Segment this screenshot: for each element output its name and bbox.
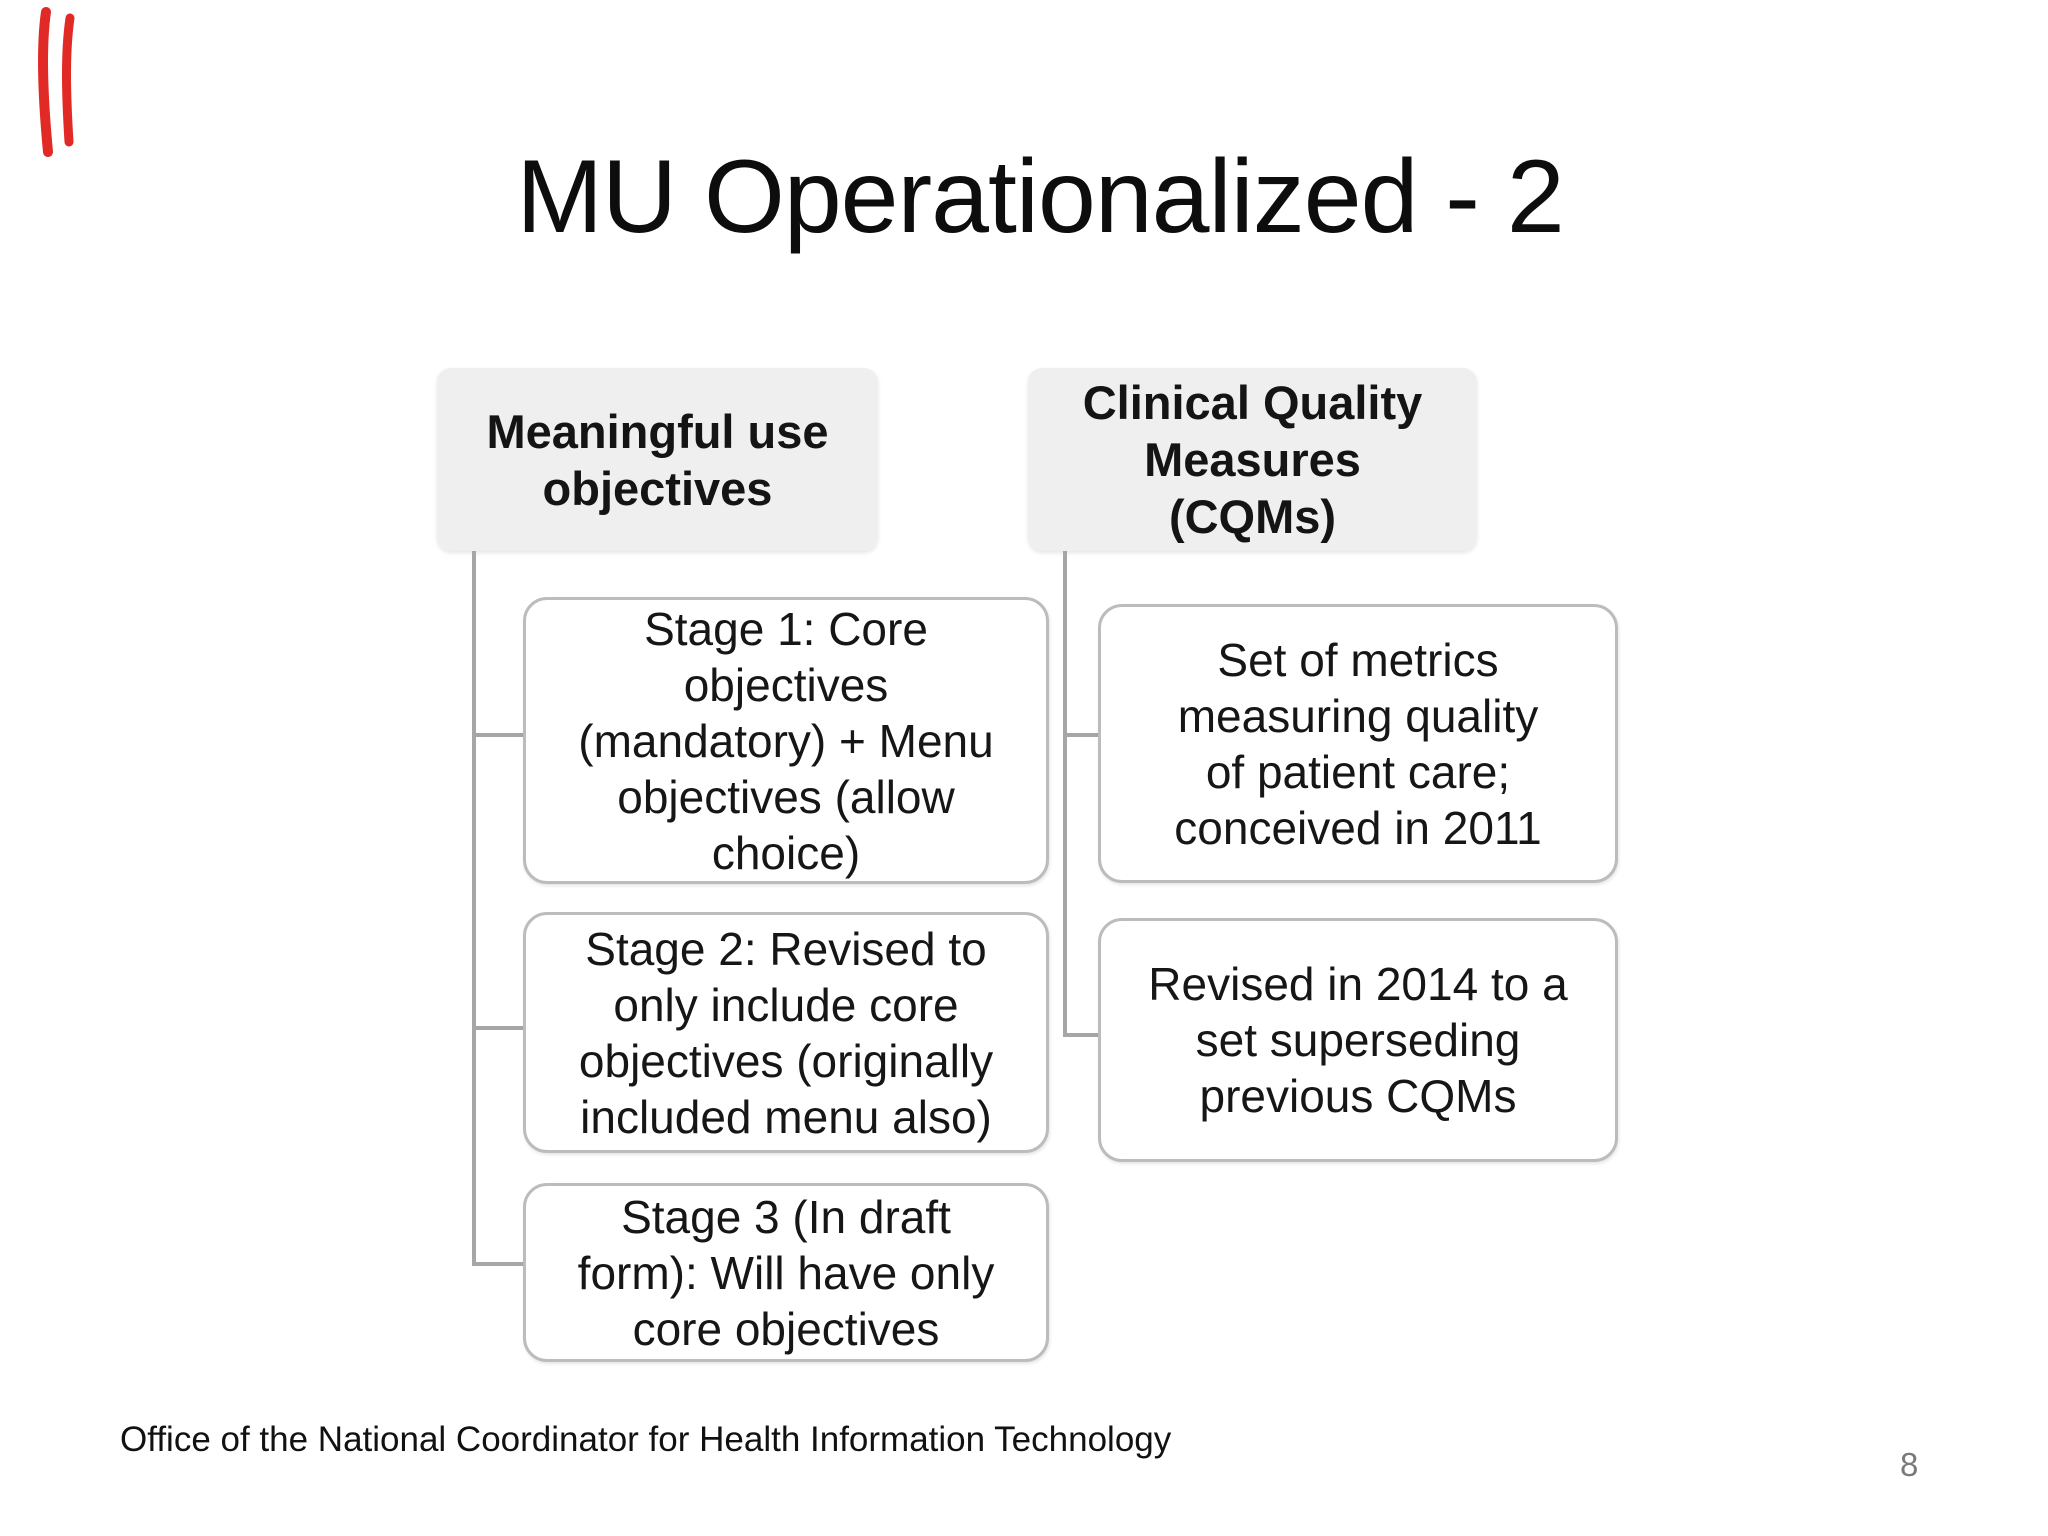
box-stage-3: Stage 3 (In draft form): Will have only …	[523, 1183, 1049, 1362]
right-connector-trunk	[1063, 551, 1067, 1037]
left-connector-stub-3	[472, 1262, 523, 1266]
slide-title: MU Operationalized - 2	[516, 139, 1564, 255]
page-number: 8	[1900, 1446, 1919, 1483]
box-stage-1: Stage 1: Core objectives (mandatory) + M…	[523, 597, 1049, 884]
box-revised-2014: Revised in 2014 to a set superseding pre…	[1098, 918, 1618, 1162]
right-connector-stub-1	[1063, 733, 1098, 737]
red-pen-marks-icon	[38, 7, 75, 157]
box-set-of-metrics: Set of metrics measuring quality of pati…	[1098, 604, 1618, 883]
right-connector-stub-2	[1063, 1033, 1098, 1037]
left-connector-stub-1	[472, 733, 523, 737]
header-box-cqms: Clinical Quality Measures (CQMs)	[1028, 368, 1477, 551]
footer-attribution: Office of the National Coordinator for H…	[120, 1420, 1172, 1459]
box-stage-2: Stage 2: Revised to only include core ob…	[523, 912, 1049, 1153]
left-connector-trunk	[472, 551, 476, 1266]
header-box-meaningful-use: Meaningful use objectives	[437, 368, 878, 551]
left-connector-stub-2	[472, 1026, 523, 1030]
